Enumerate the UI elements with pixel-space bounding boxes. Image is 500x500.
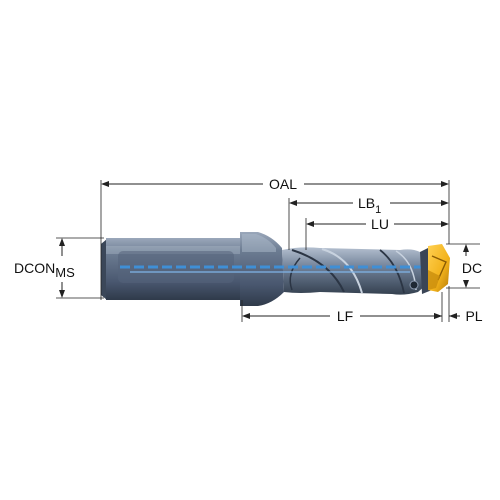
flute-curve-2: [321, 248, 363, 294]
label-dc: DC: [462, 260, 482, 276]
shank-highlight: [106, 246, 242, 254]
flute-curve-3: [289, 257, 301, 291]
shank-chamfer: [101, 239, 107, 300]
label-oal: OAL: [269, 176, 297, 192]
label-dcon-main: DCON: [14, 260, 55, 276]
label-lu: LU: [371, 216, 389, 232]
extension-lines: [56, 180, 480, 322]
insert-face-dark: [428, 270, 440, 290]
dimension-labels: OAL LB1 LU DCONMS DC LF PL: [14, 176, 483, 324]
label-lb1: LB1: [358, 195, 381, 216]
label-lb1-sub: 1: [375, 204, 381, 216]
coolant-hole: [409, 280, 419, 290]
label-lb1-main: LB: [358, 195, 375, 211]
label-lf: LF: [337, 308, 353, 324]
insert-edge: [431, 255, 447, 281]
label-pl: PL: [465, 308, 482, 324]
label-dcon: DCONMS: [14, 260, 75, 280]
drill-body: [101, 232, 450, 306]
dimension-lines: [59, 181, 469, 319]
collar-highlight: [242, 234, 276, 252]
label-dcon-sub: MS: [55, 265, 75, 280]
